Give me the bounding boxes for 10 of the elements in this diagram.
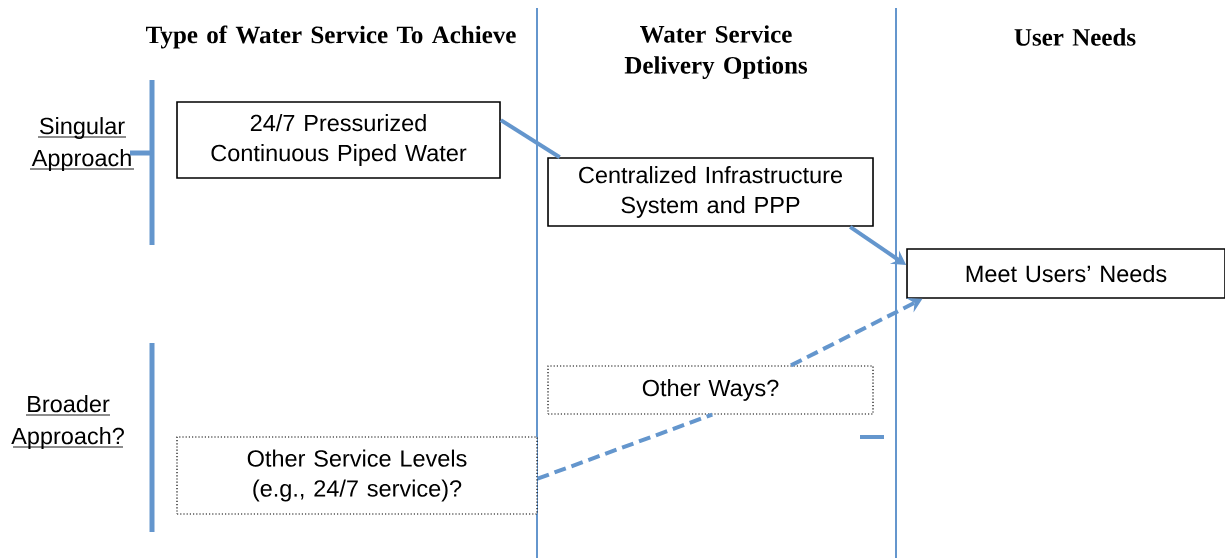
column-heading: Water Service Delivery Options — [624, 25, 808, 79]
process-box: 24/7 Pressurized Continuous Piped Water — [176, 101, 501, 179]
process-box: Centralized Infrastructure System and PPP — [547, 157, 874, 227]
process-box: Meet Users’ Needs — [906, 248, 1225, 299]
approach-label: Broader Approach? — [11, 395, 124, 449]
dotted-box: Other Service Levels (e.g., 24/7 service)? — [176, 436, 538, 515]
dotted-box: Other Ways? — [547, 365, 874, 415]
column-heading: User Needs — [1014, 28, 1136, 46]
approach-label: Singular Approach — [31, 117, 131, 171]
column-heading: Type of Water Service To Achieve — [146, 25, 516, 49]
